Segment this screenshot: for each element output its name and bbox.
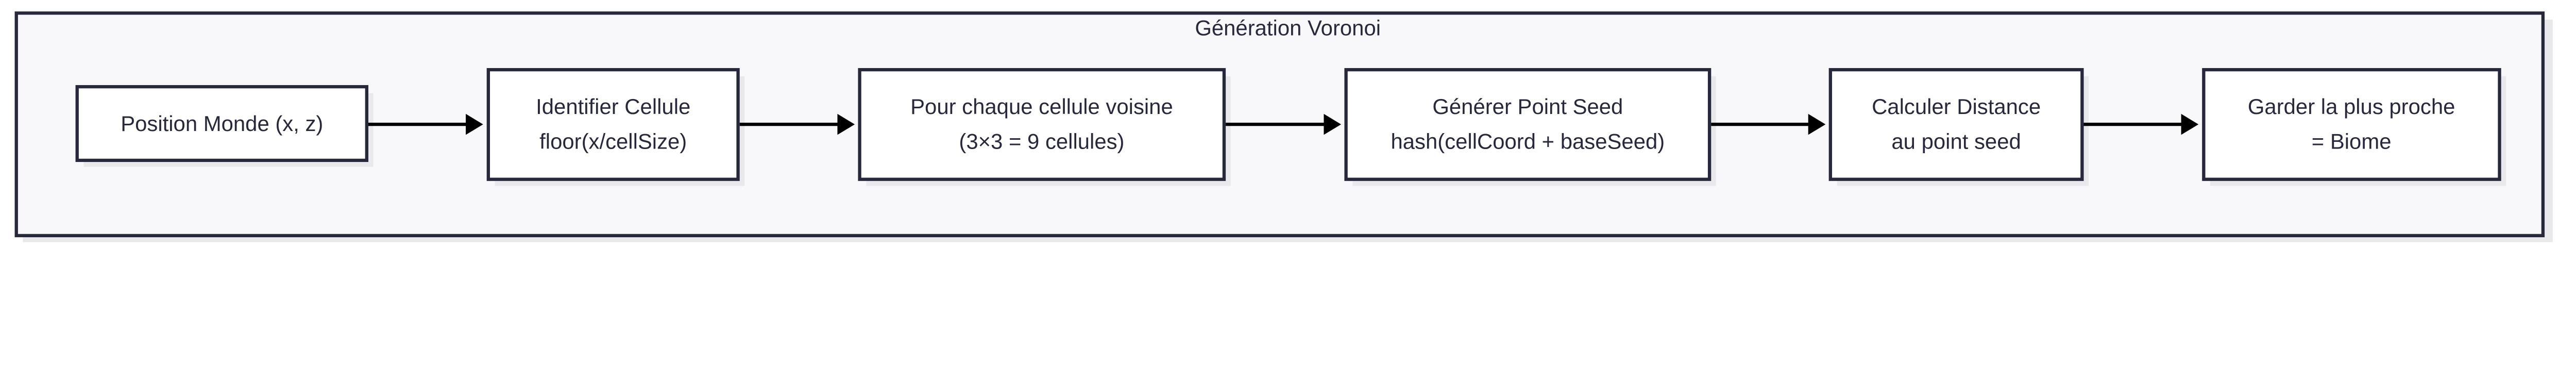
node-identifier-cellule: Identifier Cellule floor(x/cellSize) [486,68,745,186]
arrow-3 [1226,113,1342,135]
node-label: = Biome [2312,129,2392,154]
node-label: hash(cellCoord + baseSeed) [1391,129,1665,154]
node-label: Position Monde (x, z) [121,111,323,136]
group-title: Génération Voronoi [1195,16,1381,40]
node-label: Calculer Distance [1872,94,2041,119]
node-label: (3×3 = 9 cellules) [959,129,1124,154]
group-frame: Génération Voronoi [14,11,2553,242]
voronoi-flowchart: Génération Voronoi Position Monde (x, z)… [14,11,2553,242]
node-label: Garder la plus proche [2248,94,2455,119]
node-label: au point seed [1891,129,2021,154]
arrow-4 [1711,113,1826,135]
node-label: Pour chaque cellule voisine [910,94,1173,119]
node-position-monde: Position Monde (x, z) [75,85,374,167]
node-calculer-distance: Calculer Distance au point seed [1828,68,2089,186]
node-generer-point-seed: Générer Point Seed hash(cellCoord + base… [1344,68,1716,186]
node-cellules-voisines: Pour chaque cellule voisine (3×3 = 9 cel… [858,68,1231,186]
node-label: floor(x/cellSize) [539,129,687,154]
node-label: Générer Point Seed [1432,94,1623,119]
node-label: Identifier Cellule [536,94,690,119]
arrow-5 [2083,113,2199,135]
arrow-1 [368,113,483,135]
arrow-2 [739,113,855,135]
node-garder-plus-proche: Garder la plus proche = Biome [2202,68,2506,186]
